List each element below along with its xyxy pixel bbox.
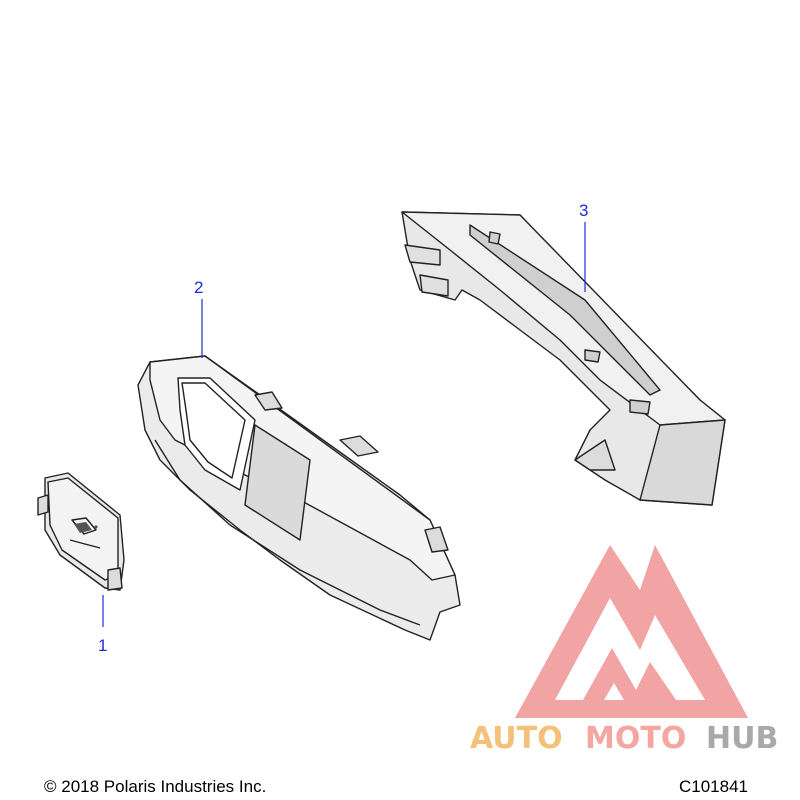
- oil-can-icon: [74, 522, 98, 533]
- callout-leaders: [102, 222, 586, 627]
- callout-3-label: 3: [579, 201, 588, 220]
- callout-2-label: 2: [194, 278, 203, 297]
- watermark-word-moto: MOTO: [585, 721, 686, 756]
- watermark-logo-icon: [515, 545, 748, 718]
- diagram-id: C101841: [678, 777, 748, 796]
- callout-1-label: 1: [98, 636, 107, 655]
- copyright-notice: © 2018 Polaris Industries Inc.: [44, 777, 267, 796]
- part-3-rear-panel: [401, 211, 726, 506]
- part-2-dash-panel: [137, 355, 461, 641]
- watermark-word-hub: HUB: [706, 721, 778, 756]
- watermark-word-auto: AUTO: [470, 721, 563, 756]
- watermark-wordmark: AUTO MOTO HUB: [470, 721, 778, 756]
